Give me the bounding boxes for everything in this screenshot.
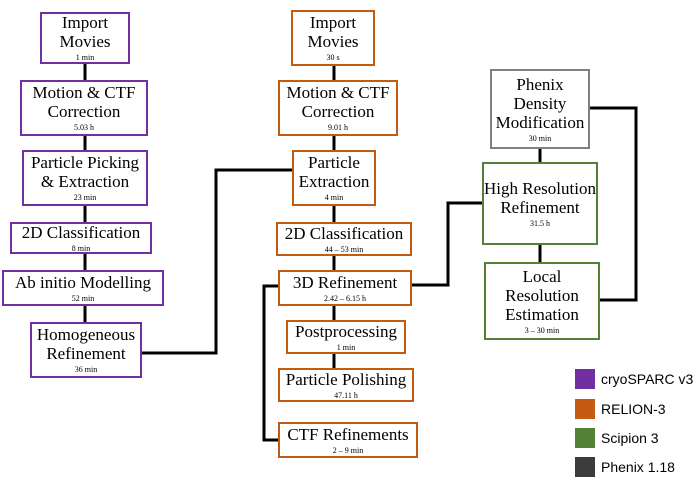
scipion-local-res-label: Local Resolution Estimation (505, 266, 579, 324)
cs-2d-classification-box: 2D Classification 8 min (10, 222, 152, 254)
scipion-local-res-time: 3 – 30 min (524, 325, 560, 335)
cs-motion-ctf-box: Motion & CTF Correction 5.03 h (20, 80, 148, 136)
legend-label-relion: RELION-3 (601, 401, 666, 417)
legend-swatch-relion (575, 399, 595, 419)
cs-import-movies-box: Import Movies 1 min (40, 12, 130, 64)
legend-label-cryosparc: cryoSPARC v3 (601, 371, 694, 387)
rl-ctf-refinements-time: 2 – 9 min (332, 445, 364, 455)
scipion-high-res-label: High Resolution Refinement (484, 178, 596, 217)
rl-2d-classification-box: 2D Classification 44 – 53 min (276, 222, 412, 256)
legend-swatch-scipion (575, 428, 595, 448)
rl-extraction-box: Particle Extraction 4 min (292, 150, 376, 206)
cs-class2d-time: 8 min (71, 243, 91, 253)
rl-class2d-label: 2D Classification (284, 223, 404, 243)
cs-motion-time: 5.03 h (74, 123, 94, 132)
rl-import-label: Import Movies (307, 13, 359, 51)
rl-motion-ctf-box: Motion & CTF Correction 9.01 h (278, 80, 398, 136)
legend-item-phenix: Phenix 1.18 (575, 456, 675, 478)
cs-homogeneous-time: 36 min (74, 365, 98, 374)
connector-rl-loop (262, 284, 278, 442)
rl-import-time: 30 s (326, 53, 340, 62)
scipion-high-res-box: High Resolution Refinement 31.5 h (482, 162, 598, 245)
legend-swatch-cryosparc (575, 369, 595, 389)
cs-abinitio-time: 52 min (71, 293, 95, 303)
connector-rl-to-scipion (412, 201, 482, 287)
legend-swatch-phenix (575, 457, 595, 477)
cs-picking-time: 23 min (73, 193, 97, 202)
rl-polishing-time: 47.11 h (334, 390, 358, 400)
cs-picking-label: Particle Picking & Extraction (30, 153, 140, 191)
rl-refine3d-time: 2.42 – 6.15 h (324, 293, 366, 303)
legend-label-scipion: Scipion 3 (601, 430, 659, 446)
cs-picking-box: Particle Picking & Extraction 23 min (22, 150, 148, 206)
rl-extraction-label: Particle Extraction (298, 153, 370, 191)
rl-postprocessing-label: Postprocessing (295, 321, 397, 341)
cs-import-label: Import Movies (59, 13, 111, 51)
cs-abinitio-label: Ab initio Modelling (15, 272, 151, 292)
rl-motion-time: 9.01 h (328, 123, 348, 132)
cs-class2d-label: 2D Classification (21, 222, 141, 242)
rl-ctf-refinements-label: CTF Refinements (287, 424, 409, 444)
cs-homogeneous-label: Homogeneous Refinement (36, 325, 136, 363)
phenix-density-time: 30 min (528, 133, 552, 143)
rl-import-movies-box: Import Movies 30 s (291, 10, 375, 66)
phenix-density-label: Phenix Density Modification (495, 74, 585, 132)
connector-phenix-loop (590, 106, 638, 302)
rl-motion-label: Motion & CTF Correction (286, 83, 390, 121)
scipion-high-res-time: 31.5 h (530, 218, 550, 228)
rl-polishing-label: Particle Polishing (285, 369, 407, 389)
cs-ab-initio-box: Ab initio Modelling 52 min (2, 270, 164, 306)
cs-homogeneous-box: Homogeneous Refinement 36 min (30, 322, 142, 378)
legend-item-scipion: Scipion 3 (575, 427, 659, 449)
rl-extraction-time: 4 min (324, 193, 344, 202)
rl-postprocessing-box: Postprocessing 1 min (286, 320, 406, 354)
cs-motion-label: Motion & CTF Correction (32, 83, 136, 121)
rl-class2d-time: 44 – 53 min (324, 244, 364, 254)
legend-item-cryosparc: cryoSPARC v3 (575, 368, 693, 390)
cs-import-time: 1 min (75, 53, 95, 62)
scipion-local-res-box: Local Resolution Estimation 3 – 30 min (484, 262, 600, 340)
rl-3d-refinement-box: 3D Refinement 2.42 – 6.15 h (278, 270, 412, 306)
connector-cs-to-relion (141, 168, 292, 355)
legend-label-phenix: Phenix 1.18 (601, 459, 675, 475)
legend-item-relion: RELION-3 (575, 398, 666, 420)
rl-polishing-box: Particle Polishing 47.11 h (278, 368, 414, 402)
rl-refine3d-label: 3D Refinement (292, 272, 398, 292)
rl-postprocessing-time: 1 min (336, 342, 356, 352)
rl-ctf-refinements-box: CTF Refinements 2 – 9 min (278, 422, 418, 458)
phenix-density-box: Phenix Density Modification 30 min (490, 69, 590, 149)
